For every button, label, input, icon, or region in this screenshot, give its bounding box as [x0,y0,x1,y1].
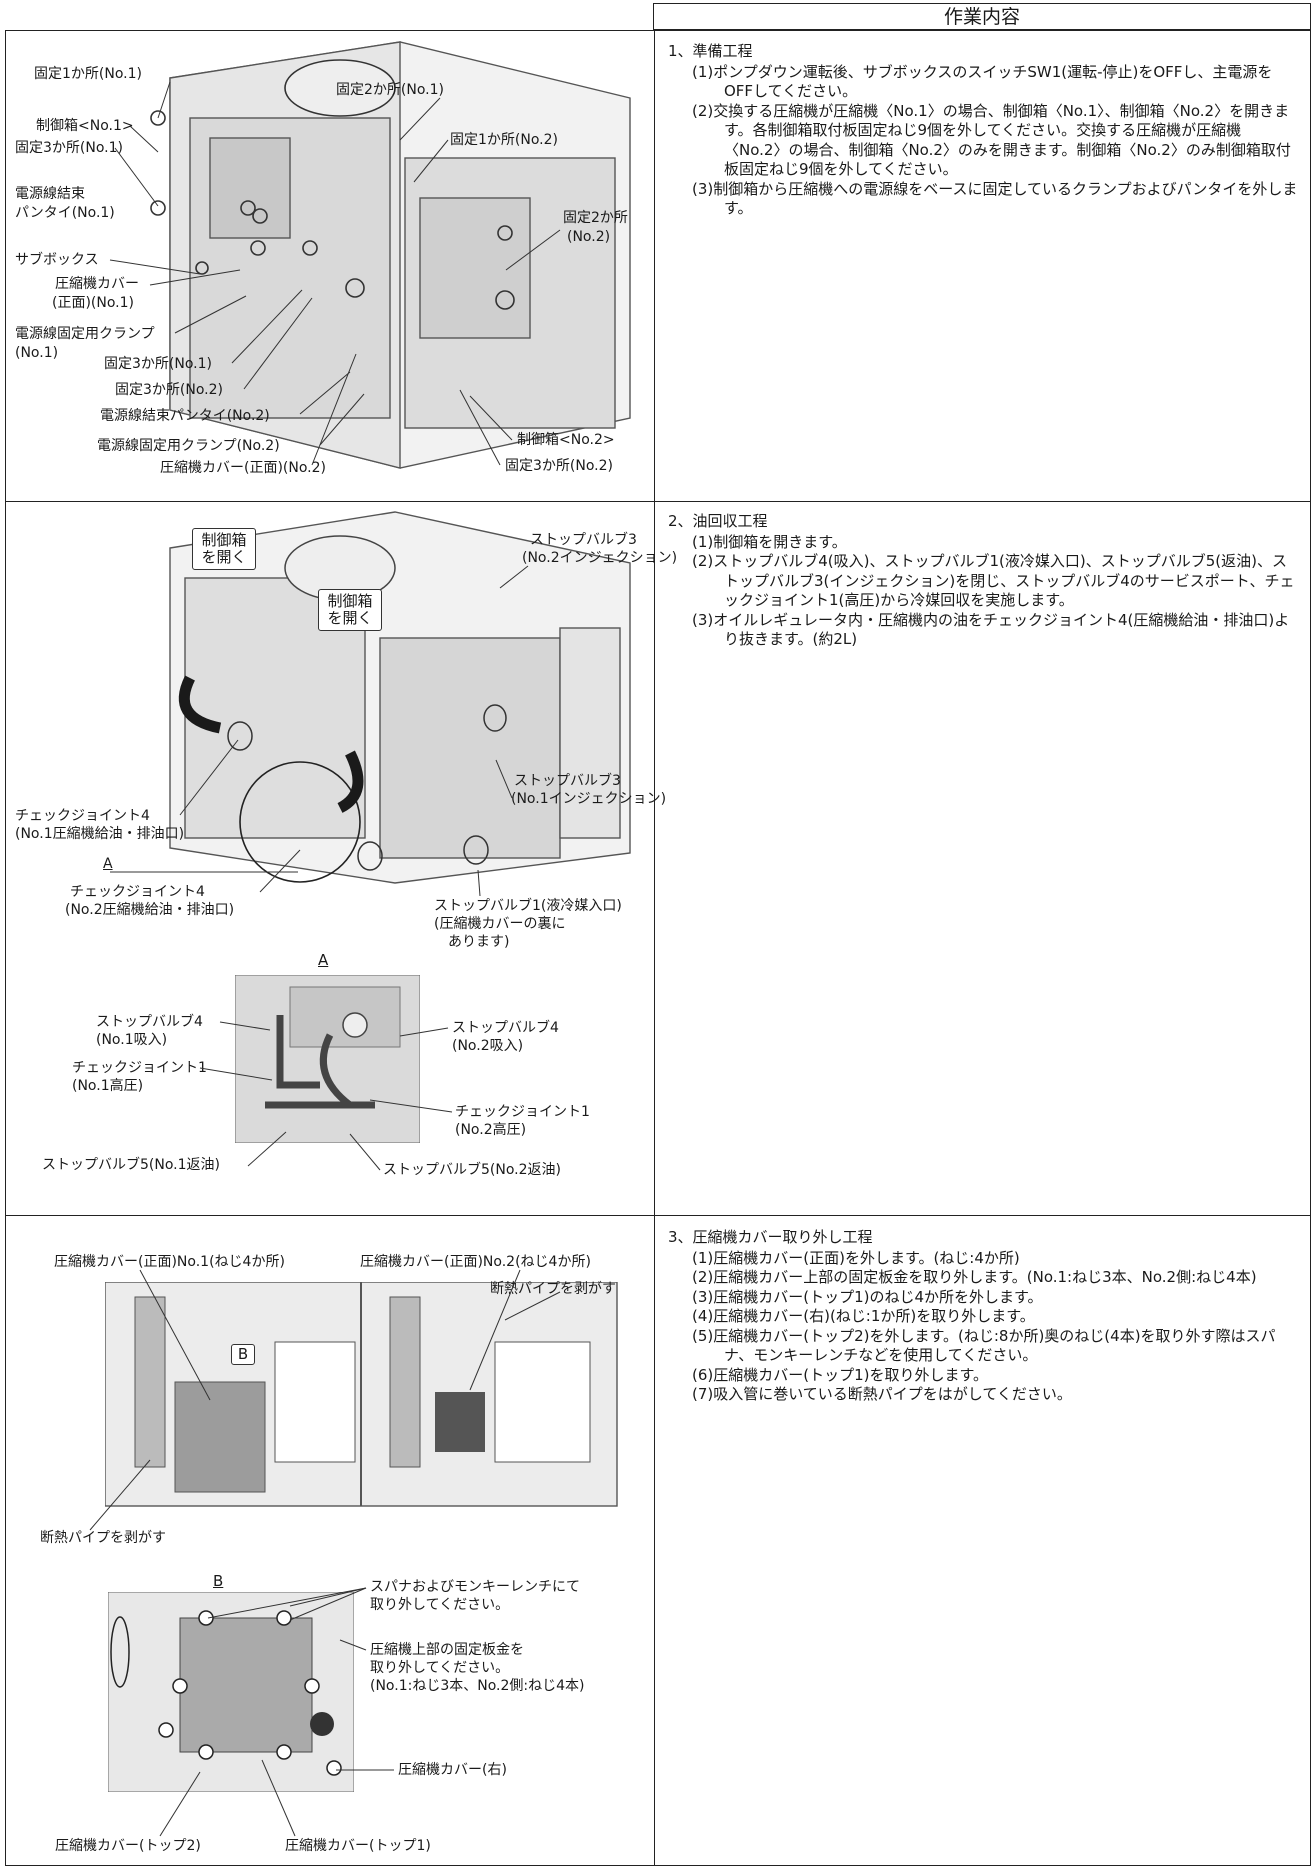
fig1-label: 固定3か所(No.1) [104,356,212,372]
unit-front-view [105,1282,618,1507]
content-table [5,30,1311,1866]
fig1-label: 固定3か所(No.2) [505,458,613,474]
fig2-label: (圧縮機カバーの裏に [434,916,566,932]
detail-a-label: (No.1高圧) [72,1078,144,1094]
detail-b-label: 圧縮機上部の固定板金を [370,1642,524,1658]
fig1-label: 電源線結束パンタイ(No.2) [100,408,270,424]
detail-b-illustration [108,1592,354,1792]
detail-a-label: (No.2高圧) [455,1122,527,1138]
fig1-label: 電源線固定用クランプ [15,326,155,342]
unit-illustration-2 [169,511,631,884]
fig1-label: 固定1か所(No.2) [450,132,558,148]
detail-a-label: (No.1吸入) [96,1032,168,1048]
detail-a-label: (No.2吸入) [452,1038,524,1054]
detail-b-label: 取り外してください。 [370,1597,510,1613]
fig1-label: 圧縮機カバー [55,276,139,292]
fig1-label: 固定2か所 [563,210,628,226]
fig1-label: 固定3か所(No.2) [115,382,223,398]
column-header: 作業内容 [653,3,1311,30]
step-3-title: 3、圧縮機カバー取り外し工程 [668,1228,873,1246]
fig1-label: 制御箱<No.2> [517,432,615,448]
detail-b-label: スパナおよびモンキーレンチにて [370,1579,580,1595]
fig1-label: (No.2) [567,229,611,245]
step-3-item: (4)圧縮機カバー(右)(ねじ:1か所)を取り外します。 [692,1307,1035,1325]
unit-illustration-1 [150,41,631,469]
fig2-label: (No.1インジェクション) [511,791,667,807]
detail-b-label: (No.1:ねじ3本、No.2側:ねじ4本) [370,1678,585,1694]
fig1-label: サブボックス [15,252,99,268]
step-3-text: 3、圧縮機カバー取り外し工程 (1)圧縮機カバー(正面)を外します。(ねじ:4か… [668,1228,1298,1405]
open-control-box-callout: 制御箱を開く [192,528,256,570]
fig1-label: 電源線結束 [15,186,85,202]
fig1-label: 固定1か所(No.1) [34,66,142,82]
detail-b-label: 圧縮機カバー(右) [398,1762,507,1778]
step-2-item: (3)オイルレギュレータ内・圧縮機内の油をチェックジョイント4(圧縮機給油・排油… [692,610,1290,649]
detail-a-illustration [235,975,420,1143]
step-3-item: (7)吸入管に巻いている断熱パイプをはがしてください。 [692,1385,1072,1403]
open-control-box-callout: 制御箱を開く [318,589,382,631]
step-3-item: (3)圧縮機カバー(トップ1)のねじ4か所を外します。 [692,1287,1043,1306]
step-3-item: (6)圧縮機カバー(トップ1)を取り外します。 [692,1365,988,1384]
step-2-item: (2)ストップバルブ4(吸入)、ストップバルブ1(液冷媒入口)、ストップバルブ5… [692,552,1295,609]
step-2-text: 2、油回収工程 (1)制御箱を開きます。 (2)ストップバルブ4(吸入)、ストッ… [668,512,1298,650]
detail-a-label: チェックジョイント1 [72,1060,207,1076]
detail-a-title: A [318,951,329,969]
step-3-item: (1)圧縮機カバー(正面)を外します。(ねじ:4か所) [692,1248,1020,1267]
detail-a-label: ストップバルブ4 [452,1020,559,1036]
detail-b-label: 圧縮機カバー(トップ1) [285,1838,431,1854]
step-1-item: (2)交換する圧縮機が圧縮機〈No.1〉の場合、制御箱〈No.1〉、制御箱〈No… [692,101,1291,179]
view-b-marker: B [231,1344,255,1365]
fig2-label: チェックジョイント4 [70,884,205,900]
step-1-item: (3)制御箱から圧縮機への電源線をベースに固定しているクランプおよびパンタイを外… [692,179,1298,218]
step-3-item: (2)圧縮機カバー上部の固定板金を取り外します。(No.1:ねじ3本、No.2側… [692,1268,1257,1286]
fig1-label: パンタイ(No.1) [15,205,115,221]
fig2-label: (No.2圧縮機給油・排油口) [65,902,235,918]
step-1-item: (1)ポンプダウン運転後、サブボックスのスイッチSW1(運転-停止)をOFFし、… [692,62,1273,101]
step-3-item: (5)圧縮機カバー(トップ2)を外します。(ねじ:8か所)奥のねじ(4本)を取り… [692,1326,1276,1365]
detail-a-label: ストップバルブ4 [96,1014,203,1030]
step-2-title: 2、油回収工程 [668,512,768,530]
fig2-label: ストップバルブ1(液冷媒入口) [434,898,622,914]
detail-a-label: ストップバルブ5(No.2返油) [383,1162,561,1178]
fig2-label: ストップバルブ3 [514,773,621,789]
step-1-text: 1、準備工程 (1)ポンプダウン運転後、サブボックスのスイッチSW1(運転-停止… [668,42,1298,219]
detail-a-marker: A [103,856,113,872]
fig2-label: (No.2インジェクション) [522,550,678,566]
detail-b-label: 取り外してください。 [370,1660,510,1676]
fig2-label: あります) [448,934,510,950]
fig1-label: 電源線固定用クランプ(No.2) [97,438,280,454]
fig1-label: (正面)(No.1) [52,295,134,311]
detail-a-label: チェックジョイント1 [455,1104,590,1120]
fig2-label: ストップバルブ3 [530,532,637,548]
fig3-label: 圧縮機カバー(正面)No.2(ねじ4か所) [360,1254,591,1270]
detail-b-title: B [213,1572,224,1590]
detail-a-label: ストップバルブ5(No.1返油) [42,1157,220,1173]
fig1-label: 固定3か所(No.1) [15,140,123,156]
fig1-label: 固定2か所(No.1) [336,82,444,98]
row-divider [6,501,1310,502]
step-1-title: 1、準備工程 [668,42,753,60]
fig1-label: (No.1) [15,345,59,361]
fig2-label: チェックジョイント4 [15,808,150,824]
fig3-label: 断熱パイプを剥がす [490,1281,616,1297]
fig2-label: (No.1圧縮機給油・排油口) [15,826,185,842]
fig1-label: 制御箱<No.1> [36,118,134,134]
fig3-label: 断熱パイプを剥がす [40,1530,166,1546]
detail-b-label: 圧縮機カバー(トップ2) [55,1838,201,1854]
fig3-label: 圧縮機カバー(正面)No.1(ねじ4か所) [54,1254,285,1270]
fig1-label: 圧縮機カバー(正面)(No.2) [160,460,326,476]
row-divider [6,1215,1310,1216]
column-divider [654,31,655,1865]
step-2-item: (1)制御箱を開きます。 [692,532,847,551]
